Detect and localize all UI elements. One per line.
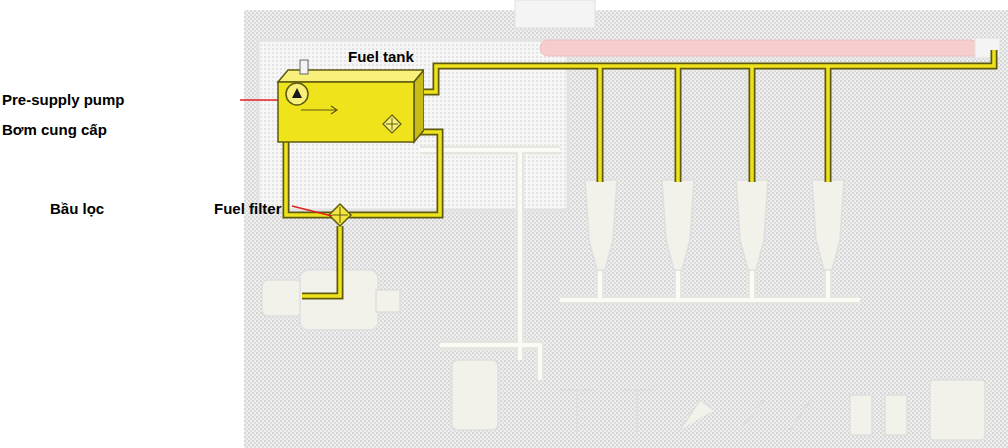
- flow-arrow: [301, 106, 337, 114]
- tank-side: [414, 70, 424, 142]
- tank-body: [278, 82, 414, 142]
- strainer-cross: [386, 118, 398, 130]
- part-label: Fuel filter: [214, 200, 282, 218]
- pre-supply-pump: [286, 83, 308, 105]
- pump-arrow: [292, 88, 302, 98]
- part-label: Bơm cung cấp: [2, 121, 107, 139]
- filler-neck: [300, 60, 308, 74]
- tank-label: Fuel tank: [348, 48, 424, 66]
- tank-strainer: [383, 115, 401, 133]
- part-label: Bầu lọc: [50, 200, 104, 218]
- part-label: Pre-supply pump: [2, 91, 125, 109]
- fuel-tank: Fuel tank: [274, 48, 424, 144]
